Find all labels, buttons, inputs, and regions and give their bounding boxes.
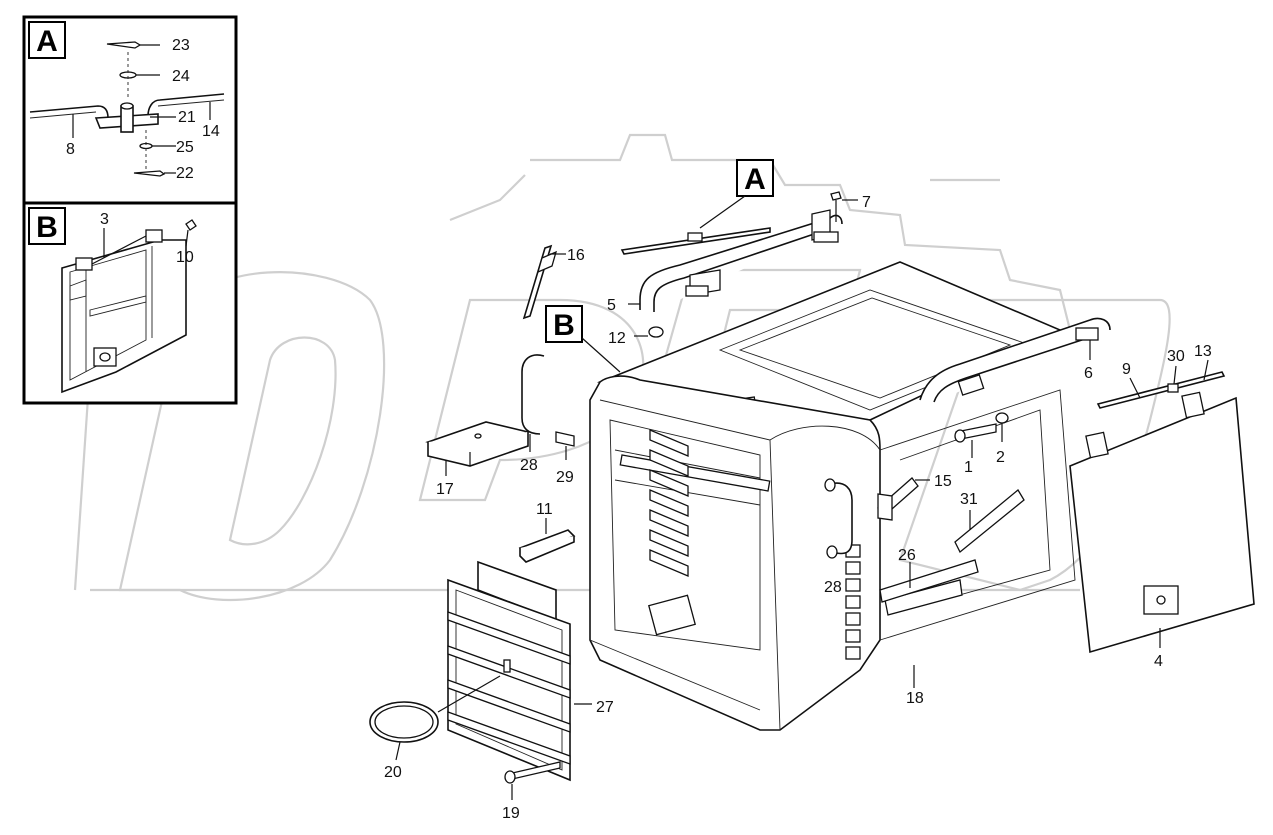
label-23: 23	[172, 37, 190, 54]
label-8: 8	[66, 141, 75, 158]
label-17: 17	[436, 481, 454, 498]
label-10: 10	[176, 249, 194, 266]
inset-a: A 23 24 21 14 8 25 22	[22, 15, 238, 205]
label-28-left: 28	[520, 457, 538, 474]
label-31: 31	[960, 491, 978, 508]
label-12: 12	[608, 330, 626, 347]
label-1: 1	[964, 459, 973, 476]
inset-a-tag: A	[36, 25, 58, 58]
gas-strut	[522, 244, 566, 320]
callout-b-tag: B	[553, 309, 575, 342]
label-15: 15	[934, 473, 952, 490]
part-labels: 7 16 5 12 6 9 30 13 1 2 15 31 26 28 28 2…	[384, 194, 1212, 822]
label-3: 3	[100, 211, 109, 228]
label-27: 27	[596, 699, 614, 716]
cab-frame	[521, 261, 1111, 731]
label-2: 2	[996, 449, 1005, 466]
label-16: 16	[567, 247, 585, 264]
label-18: 18	[906, 690, 924, 707]
label-29: 29	[556, 469, 574, 486]
label-5: 5	[607, 297, 616, 314]
label-30: 30	[1167, 348, 1185, 365]
callout-a: A	[699, 159, 774, 229]
label-25: 25	[176, 139, 194, 156]
callout-a-tag: A	[744, 163, 766, 196]
label-19: 19	[502, 805, 520, 822]
cushion	[425, 421, 531, 476]
label-14: 14	[202, 123, 220, 140]
label-7: 7	[862, 194, 871, 211]
trim-piece	[518, 518, 576, 563]
label-24: 24	[172, 68, 190, 85]
label-21: 21	[178, 109, 196, 126]
label-22: 22	[176, 165, 194, 182]
grille-door	[447, 560, 592, 800]
label-28-right: 28	[824, 579, 842, 596]
inset-b-tag: B	[36, 211, 58, 244]
vent-slots-right	[845, 544, 861, 660]
side-door	[1069, 359, 1255, 654]
inset-b: B 3 10	[22, 201, 238, 405]
label-26: 26	[898, 547, 916, 564]
label-6: 6	[1084, 365, 1093, 382]
label-9: 9	[1122, 361, 1131, 378]
label-20: 20	[384, 764, 402, 781]
label-4: 4	[1154, 653, 1163, 670]
vent-slots-left	[649, 429, 689, 577]
label-13: 13	[1194, 343, 1212, 360]
seal-ring	[369, 675, 501, 761]
roof-rails	[620, 191, 858, 338]
label-11: 11	[536, 501, 553, 518]
callout-b: B	[545, 305, 621, 373]
